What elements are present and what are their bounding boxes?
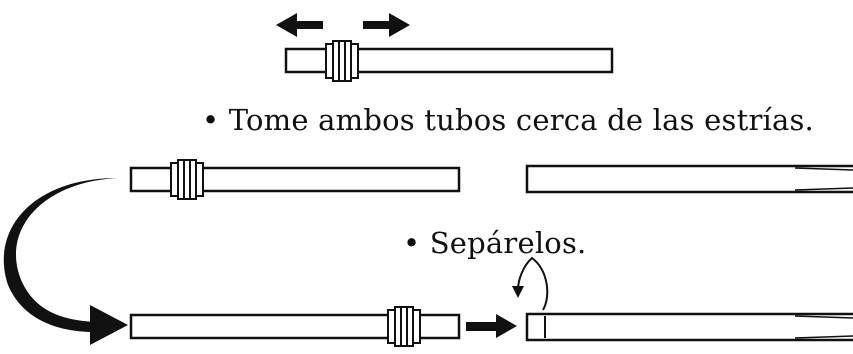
- top-pull-arrows: [276, 13, 410, 37]
- separated-tube-right: [525, 164, 853, 194]
- separated-tube-left: [129, 159, 461, 200]
- ferrule-rings-icon: [387, 306, 421, 347]
- reversed-tube: [129, 306, 461, 347]
- ferrule-rings-icon: [170, 159, 204, 200]
- ferrule-rings-icon: [325, 40, 359, 82]
- right-pull-arrow-icon: [363, 13, 410, 37]
- assembled-tube: [284, 40, 614, 82]
- flip-arrow-icon: [512, 256, 549, 311]
- insert-arrow-icon: [466, 314, 517, 338]
- curved-move-arrow-icon: [3, 178, 128, 345]
- instruction-text-grip: • Tome ambos tubos cerca de las estrías.: [202, 103, 814, 137]
- left-pull-arrow-icon: [276, 13, 323, 37]
- receiving-tube: [525, 312, 853, 342]
- instruction-text-separate: • Sepárelos.: [403, 226, 587, 260]
